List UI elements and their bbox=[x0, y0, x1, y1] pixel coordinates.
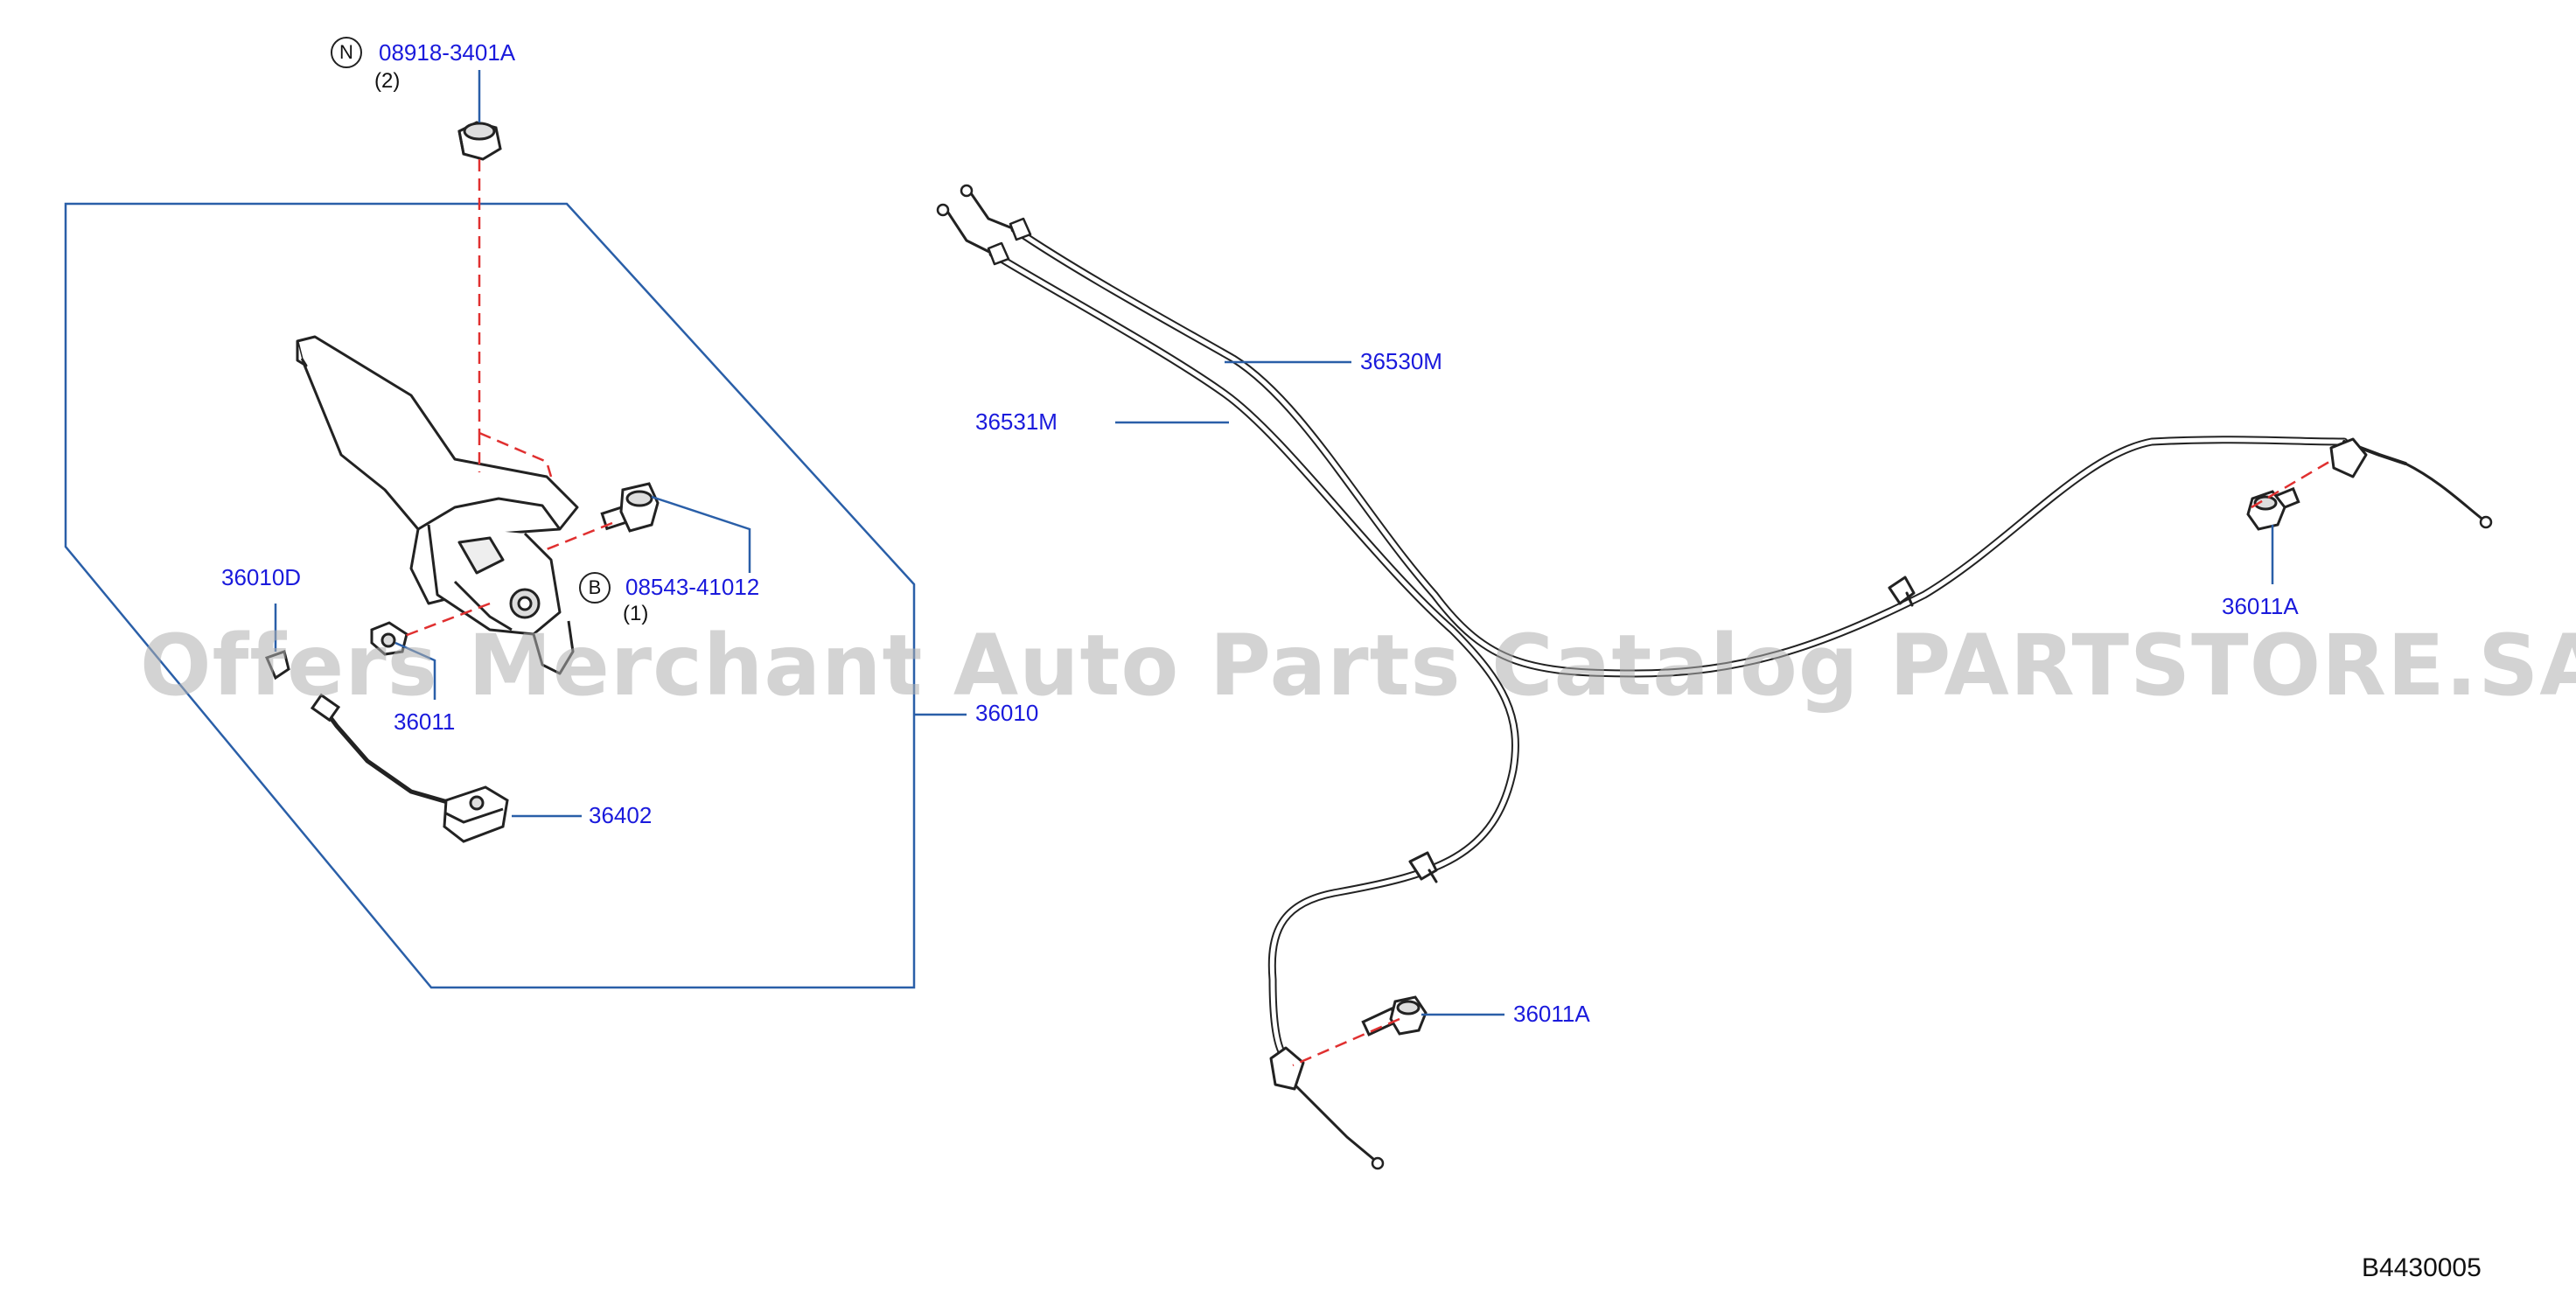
alignment-dashed-lines bbox=[401, 159, 2335, 1067]
rear-brake-cables-icon[interactable] bbox=[936, 184, 2493, 1170]
bolt-symbol-badge: B bbox=[579, 572, 611, 604]
watermark-text: Offers Merchant Auto Parts Catalog PARTS… bbox=[140, 617, 2576, 715]
bolt-left-icon[interactable] bbox=[1361, 995, 1428, 1036]
callout-cable-left-link[interactable]: 36531M bbox=[975, 408, 1058, 435]
bolt-icon[interactable] bbox=[600, 482, 660, 533]
diagram-code: B4430005 bbox=[2362, 1253, 2482, 1282]
lever-assembly-group-outline bbox=[64, 202, 916, 989]
boot-icon[interactable] bbox=[264, 650, 290, 680]
nut-quantity: (2) bbox=[374, 69, 401, 93]
parking-brake-lever-icon[interactable] bbox=[296, 335, 579, 675]
callout-pin-link[interactable]: 36011 bbox=[394, 708, 456, 735]
callout-bolt-left-link[interactable]: 36011A bbox=[1513, 1001, 1590, 1027]
callout-lever-assembly-link[interactable]: 36010 bbox=[975, 700, 1039, 726]
callout-leader-lines bbox=[274, 70, 2274, 1016]
callout-boot-link[interactable]: 36010D bbox=[221, 564, 302, 590]
pin-clip-icon[interactable] bbox=[370, 621, 408, 656]
callout-switch-link[interactable]: 36402 bbox=[589, 802, 653, 828]
nut-icon[interactable] bbox=[457, 121, 502, 161]
bolt-quantity: (1) bbox=[623, 602, 649, 625]
callout-bolt-right-link[interactable]: 36011A bbox=[2222, 593, 2299, 619]
nut-symbol-badge: N bbox=[331, 37, 362, 68]
bolt-right-icon[interactable] bbox=[2246, 486, 2300, 531]
nut-part-number-link[interactable]: 08918-3401A bbox=[379, 39, 516, 66]
callout-cable-right-link[interactable]: 36530M bbox=[1360, 348, 1442, 374]
parking-brake-switch-icon[interactable] bbox=[310, 693, 509, 843]
bolt-part-number-link[interactable]: 08543-41012 bbox=[625, 574, 760, 600]
